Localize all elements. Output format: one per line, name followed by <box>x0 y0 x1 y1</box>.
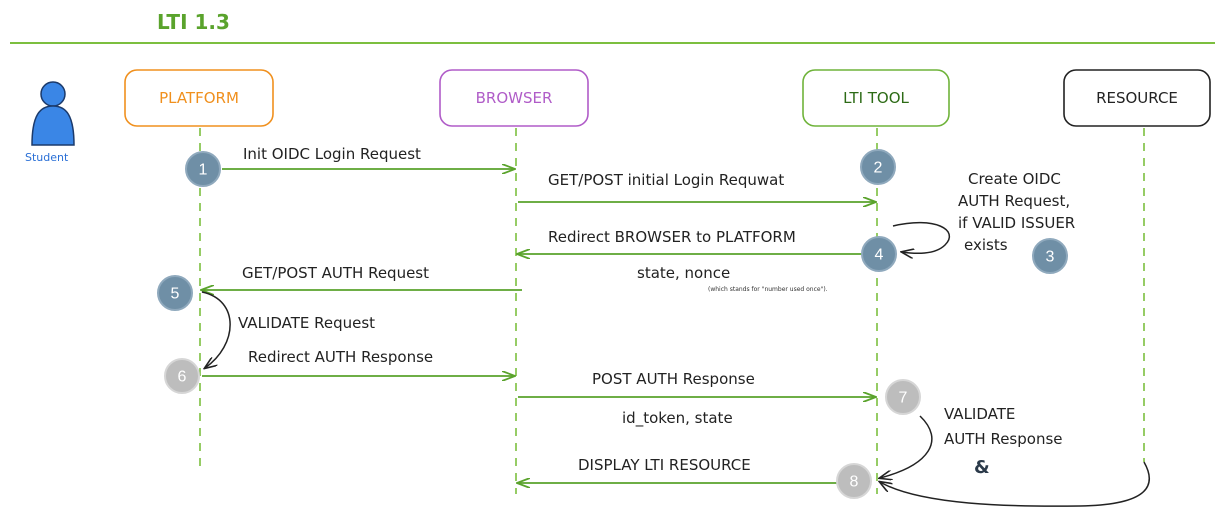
validate-request-curve <box>201 291 231 368</box>
step-badge-6: 6 <box>164 358 200 394</box>
svg-text:5: 5 <box>171 286 180 303</box>
platform-label: PLATFORM <box>159 89 239 107</box>
msg-state-nonce: state, nonce <box>637 264 730 282</box>
validate-auth-response-curve <box>880 415 933 478</box>
note-create-oidc-line2: AUTH Request, <box>958 192 1070 210</box>
svg-text:7: 7 <box>899 390 908 407</box>
step-badge-5: 5 <box>157 275 193 311</box>
lti-tool-box <box>802 69 950 127</box>
browser-box <box>439 69 589 127</box>
msg-initial-login: GET/POST initial Login Requwat <box>548 171 784 189</box>
svg-text:2: 2 <box>874 160 883 177</box>
step-badge-7: 7 <box>885 379 921 415</box>
msg-display-lti-resource: DISPLAY LTI RESOURCE <box>578 456 751 474</box>
step-badge-3: 3 <box>1032 238 1068 274</box>
msg-validate-request: VALIDATE Request <box>238 314 375 332</box>
step-badge-4: 4 <box>861 236 897 272</box>
note-create-oidc-line1: Create OIDC <box>968 170 1061 188</box>
resource-return-curve <box>880 461 1150 507</box>
svg-text:4: 4 <box>875 247 884 264</box>
browser-label: BROWSER <box>476 89 553 107</box>
platform-box <box>124 69 274 127</box>
note-validate-line2: AUTH Response <box>944 430 1063 448</box>
note-create-oidc-line4: exists <box>964 236 1008 254</box>
msg-id-token-state: id_token, state <box>622 409 733 428</box>
student-icon <box>31 81 75 146</box>
note-validate-line1: VALIDATE <box>944 405 1015 423</box>
svg-text:6: 6 <box>178 369 187 386</box>
note-create-oidc-line3: if VALID ISSUER <box>958 214 1075 232</box>
step-badge-8: 8 <box>836 463 872 499</box>
msg-init-oidc-login: Init OIDC Login Request <box>243 145 421 163</box>
resource-label: RESOURCE <box>1096 89 1178 107</box>
ampersand-symbol: & <box>974 457 990 478</box>
student-label: Student <box>25 151 69 164</box>
msg-post-auth-response: POST AUTH Response <box>592 370 755 388</box>
step-badge-1: 1 <box>185 151 221 187</box>
svg-text:3: 3 <box>1046 249 1055 266</box>
resource-box <box>1063 69 1211 127</box>
lti-tool-label: LTI TOOL <box>843 89 909 107</box>
msg-auth-request: GET/POST AUTH Request <box>242 264 429 282</box>
self-loop-create-oidc <box>892 221 951 254</box>
svg-text:1: 1 <box>199 162 208 179</box>
msg-redirect-auth-response: Redirect AUTH Response <box>248 348 433 366</box>
msg-redirect-browser: Redirect BROWSER to PLATFORM <box>548 228 796 246</box>
svg-text:8: 8 <box>850 474 859 491</box>
step-badge-2: 2 <box>860 149 896 185</box>
msg-nonce-explanation: (which stands for "number used once"). <box>708 286 828 293</box>
diagram-title: LTI 1.3 <box>157 10 230 34</box>
